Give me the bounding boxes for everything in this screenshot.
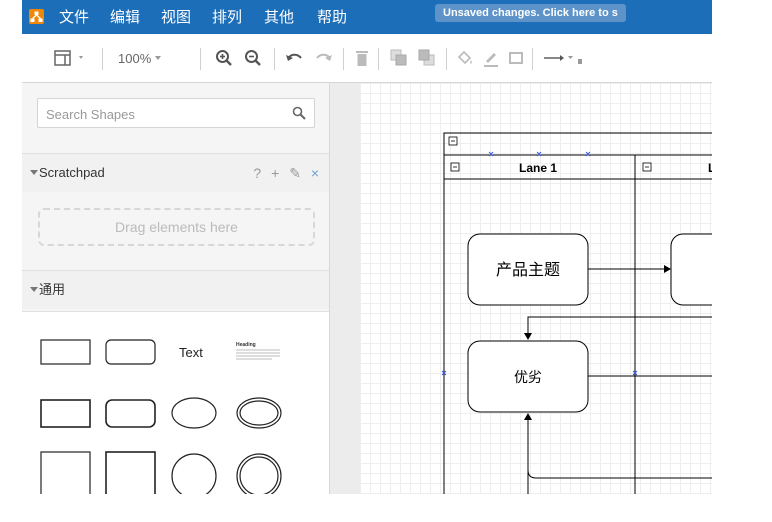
edit-icon[interactable]: ✎ xyxy=(289,165,301,181)
shape-double-circle[interactable] xyxy=(236,453,282,494)
lane-1-title[interactable]: Lane 1 xyxy=(519,161,557,175)
search-box xyxy=(37,98,315,128)
redo-icon xyxy=(316,53,332,61)
shape-rounded-rect-2[interactable] xyxy=(105,399,156,428)
shape-textbox[interactable]: Heading xyxy=(236,342,280,360)
lane2-collapse-icon[interactable] xyxy=(642,162,652,172)
menu-edit[interactable]: 编辑 xyxy=(110,8,141,26)
to-front-button[interactable] xyxy=(390,34,408,82)
fill-color-button[interactable] xyxy=(456,34,474,82)
shape-rounded-rectangle[interactable] xyxy=(105,339,156,365)
arrowhead xyxy=(524,333,532,340)
layout-icon xyxy=(54,50,83,66)
pool-collapse-icon[interactable] xyxy=(448,136,458,146)
shadow-button[interactable] xyxy=(508,34,526,82)
zoom-in-icon xyxy=(216,50,232,66)
shape-double-ellipse[interactable] xyxy=(236,397,282,429)
shape-ellipse-rect[interactable] xyxy=(40,399,91,428)
shape-ellipse[interactable] xyxy=(171,397,217,429)
node-product-theme[interactable] xyxy=(467,233,589,306)
arrow-right-icon xyxy=(544,55,582,64)
zoom-out-button[interactable] xyxy=(244,34,262,82)
trash-icon xyxy=(356,51,368,66)
node-pros-cons[interactable] xyxy=(467,340,589,413)
pool-container[interactable] xyxy=(443,132,712,494)
scratchpad-dropzone[interactable]: Drag elements here xyxy=(38,208,315,246)
delete-button[interactable] xyxy=(355,34,369,82)
toolbar-divider xyxy=(102,48,103,70)
shape-text[interactable]: Text xyxy=(179,345,203,360)
menu-extras[interactable]: 其他 xyxy=(264,8,295,26)
node-right-partial[interactable] xyxy=(670,233,712,306)
general-section-header[interactable]: 通用 xyxy=(22,270,329,309)
toolbar-divider xyxy=(200,48,201,70)
shape-circle[interactable] xyxy=(171,453,217,494)
pencil-icon xyxy=(484,53,498,67)
chevron-down-icon xyxy=(30,170,38,175)
unsaved-changes-notice[interactable]: Unsaved changes. Click here to s xyxy=(435,4,626,22)
zoom-level: 100% xyxy=(118,50,152,66)
general-section-title: 通用 xyxy=(39,282,66,297)
toolbar-divider xyxy=(446,48,447,70)
view-panels-button[interactable] xyxy=(54,34,90,82)
close-icon[interactable]: × xyxy=(310,165,319,181)
shadow-icon xyxy=(509,52,523,64)
diagram-page[interactable]: Lane 1 L xyxy=(360,83,712,494)
lane-2-title[interactable]: L xyxy=(708,161,712,175)
chevron-down-icon xyxy=(155,56,162,60)
chevron-down-icon xyxy=(30,287,38,292)
menu-arrange[interactable]: 排列 xyxy=(212,8,243,26)
undo-icon xyxy=(286,53,302,61)
shapes-palette: Text Heading xyxy=(22,311,329,494)
connection-style-button[interactable] xyxy=(542,34,582,82)
app-window: 文件 编辑 视图 排列 其他 帮助 Unsaved changes. Click… xyxy=(22,0,712,494)
scratchpad-header[interactable]: Scratchpad ? + ✎ × xyxy=(22,153,329,192)
arrowhead xyxy=(524,413,532,420)
help-icon[interactable]: ? xyxy=(253,165,262,181)
add-icon[interactable]: + xyxy=(271,165,280,181)
to-front-icon xyxy=(390,49,407,66)
shape-square-bold[interactable] xyxy=(105,451,156,494)
toolbar-divider xyxy=(532,48,533,70)
node-pros-cons-label: 优劣 xyxy=(514,370,542,386)
toolbar-divider xyxy=(274,48,275,70)
shape-rectangle[interactable] xyxy=(40,339,91,365)
line-color-button[interactable] xyxy=(482,34,500,82)
search-icon[interactable] xyxy=(292,106,306,125)
toolbar-divider xyxy=(378,48,379,70)
zoom-in-button[interactable] xyxy=(215,34,233,82)
shape-square[interactable] xyxy=(40,451,91,494)
shape-heading-label: Heading xyxy=(236,342,256,348)
connector-edges[interactable] xyxy=(527,268,712,494)
toolbar: 100% xyxy=(22,34,712,83)
redo-button[interactable] xyxy=(314,34,334,82)
node-product-theme-label: 产品主题 xyxy=(496,260,560,279)
arrowhead xyxy=(664,265,671,273)
menu-file[interactable]: 文件 xyxy=(59,8,90,26)
menu-view[interactable]: 视图 xyxy=(161,8,192,26)
undo-button[interactable] xyxy=(284,34,304,82)
menu-help[interactable]: 帮助 xyxy=(317,8,348,26)
menu-bar: 文件 编辑 视图 排列 其他 帮助 Unsaved changes. Click… xyxy=(22,0,712,34)
canvas-area[interactable]: Lane 1 L xyxy=(330,83,712,494)
to-back-button[interactable] xyxy=(418,34,436,82)
paint-bucket-icon xyxy=(457,50,472,65)
zoom-out-icon xyxy=(245,50,261,66)
shapes-sidebar: Scratchpad ? + ✎ × Drag elements here 通用… xyxy=(22,83,330,494)
zoom-dropdown[interactable]: 100% xyxy=(118,34,165,82)
to-back-icon xyxy=(418,49,435,66)
toolbar-divider xyxy=(343,48,344,70)
scratchpad-title: Scratchpad xyxy=(39,165,105,180)
search-shapes-input[interactable] xyxy=(44,104,288,124)
selection-handles[interactable] xyxy=(441,151,638,376)
app-logo-icon[interactable] xyxy=(29,9,44,24)
lane1-collapse-icon[interactable] xyxy=(450,162,460,172)
scratchpad-actions: ? + ✎ × xyxy=(247,154,319,192)
